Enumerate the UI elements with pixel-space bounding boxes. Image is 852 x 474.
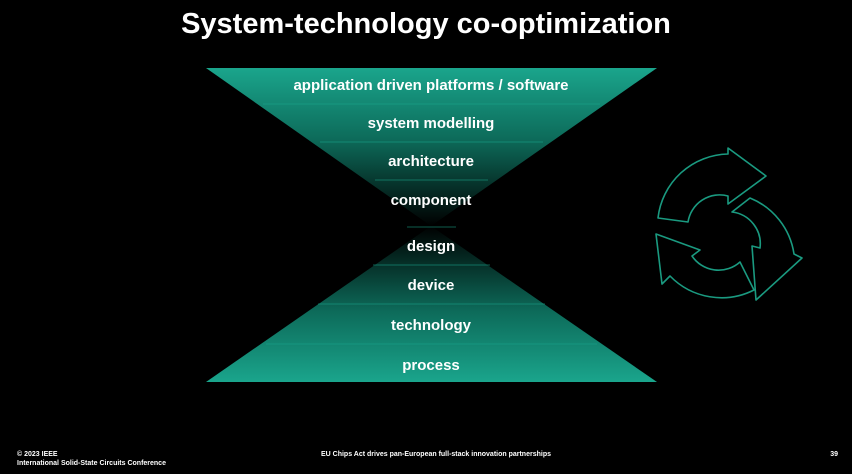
layer-label-application: application driven platforms / software (293, 77, 569, 94)
footer-copyright: © 2023 IEEE (17, 451, 58, 458)
layer-dividers (263, 103, 600, 345)
top-funnel (206, 68, 657, 226)
page-number: 39 (830, 451, 838, 458)
layer-label-system-modelling: system modelling (367, 115, 495, 132)
layer-label-process: process (402, 357, 460, 374)
footer-conference: International Solid-State Circuits Confe… (17, 460, 166, 467)
layer-label-component: component (390, 192, 472, 209)
layer-label-architecture: architecture (388, 153, 474, 170)
layer-label-technology: technology (390, 317, 471, 334)
footer-copyright-block: © 2023 IEEE International Solid-State Ci… (17, 450, 166, 468)
circular-arrows-icon (655, 147, 803, 301)
layer-label-device: device (407, 277, 455, 294)
layer-label-design: design (406, 238, 456, 255)
slide-title: System-technology co-optimization (181, 8, 671, 40)
footer-center-text: EU Chips Act drives pan-European full-st… (320, 451, 551, 458)
